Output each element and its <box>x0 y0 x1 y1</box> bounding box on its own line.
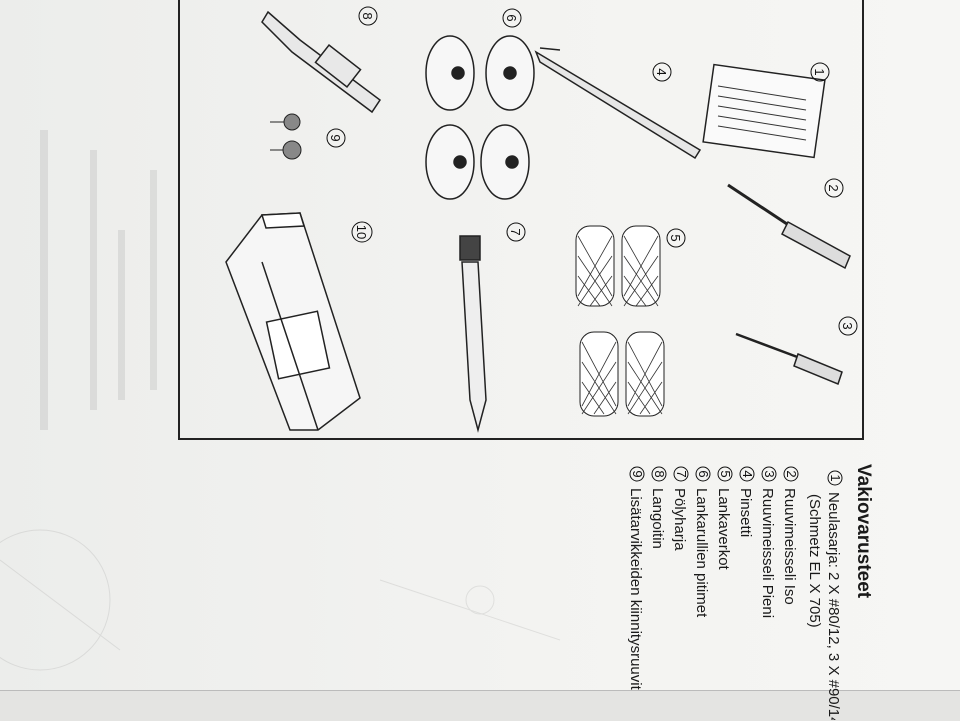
svg-text:5: 5 <box>668 234 683 241</box>
list-item: 9 Lisätarvikkeiden kiinnitysruuvit <box>627 466 645 691</box>
callout-8: 8 <box>358 6 378 26</box>
dust-brush-drawing <box>459 235 487 433</box>
callout-10: 10 <box>351 221 373 243</box>
accessories-illustration-frame <box>178 0 864 440</box>
spool-holders-drawing <box>425 35 535 200</box>
tweezers-drawing <box>534 47 702 160</box>
list-item: 6 Lankarullien pitimet <box>693 466 711 618</box>
callout-3: 3 <box>838 316 858 336</box>
svg-text:5: 5 <box>718 470 733 477</box>
threader-drawing <box>261 10 382 114</box>
section-heading: Vakiovarusteet <box>853 464 874 599</box>
list-item: 1 Neulasarja: 2 X #80/12, 3 X #90/14 <box>825 470 843 720</box>
callout-4: 4 <box>652 62 672 82</box>
svg-text:3: 3 <box>762 470 777 477</box>
small-screwdriver-drawing <box>735 332 843 385</box>
large-screwdriver-drawing <box>727 183 851 270</box>
list-item: 7 Pölyharja <box>671 466 689 551</box>
svg-text:Ruuvimeisseli Pieni: Ruuvimeisseli Pieni <box>759 488 776 618</box>
list-item: 3 Ruuvimeisseli Pieni <box>759 466 777 618</box>
callout-5: 5 <box>666 228 686 248</box>
list-item: 2 Ruuvimeisseli Iso <box>781 466 799 605</box>
screws-drawing <box>270 113 302 160</box>
svg-text:8: 8 <box>360 12 375 19</box>
svg-text:6: 6 <box>504 14 519 21</box>
list-item: 8 Langoitin <box>649 466 667 549</box>
svg-text:3: 3 <box>840 322 855 329</box>
equipment-list: Vakiovarusteet 1 Neulasarja: 2 X #80/12,… <box>627 464 874 720</box>
svg-text:9: 9 <box>630 470 645 477</box>
bleed-through-ghost <box>0 130 561 671</box>
svg-text:Lankarullien pitimet: Lankarullien pitimet <box>693 488 710 618</box>
thread-nets-drawing <box>575 225 665 417</box>
svg-text:Ruuvimeisseli Iso: Ruuvimeisseli Iso <box>781 488 798 605</box>
svg-text:9: 9 <box>328 134 343 141</box>
accessory-box-drawing <box>225 212 361 431</box>
callout-6: 6 <box>502 8 522 28</box>
svg-text:Lisätarvikkeiden kiinnitysruuv: Lisätarvikkeiden kiinnitysruuvit <box>627 488 644 691</box>
list-item: (Schmetz EL X 705) <box>806 494 823 628</box>
next-page-edge <box>0 690 960 721</box>
svg-text:7: 7 <box>674 470 689 477</box>
needle-set-drawing <box>702 63 826 159</box>
svg-text:7: 7 <box>508 228 523 235</box>
svg-text:Pinsetti: Pinsetti <box>737 488 754 537</box>
svg-text:4: 4 <box>654 68 669 75</box>
svg-text:Langoitin: Langoitin <box>649 488 666 549</box>
svg-text:10: 10 <box>354 225 369 239</box>
callout-1: 1 <box>810 62 830 82</box>
callout-9: 9 <box>326 128 346 148</box>
svg-text:6: 6 <box>696 470 711 477</box>
svg-text:8: 8 <box>652 470 667 477</box>
svg-text:1: 1 <box>812 68 827 75</box>
svg-text:2: 2 <box>784 470 799 477</box>
callout-7: 7 <box>506 222 526 242</box>
list-item: 4 Pinsetti <box>737 466 755 537</box>
svg-text:4: 4 <box>740 470 755 477</box>
svg-text:Neulasarja: 2 X #80/12, 3 X #9: Neulasarja: 2 X #80/12, 3 X #90/14 <box>825 492 842 720</box>
callout-2: 2 <box>824 178 844 198</box>
svg-text:Lankaverkot: Lankaverkot <box>715 488 732 571</box>
list-item: 5 Lankaverkot <box>715 466 733 571</box>
svg-text:Pölyharja: Pölyharja <box>671 488 688 551</box>
svg-text:2: 2 <box>826 184 841 191</box>
svg-text:1: 1 <box>828 474 843 481</box>
